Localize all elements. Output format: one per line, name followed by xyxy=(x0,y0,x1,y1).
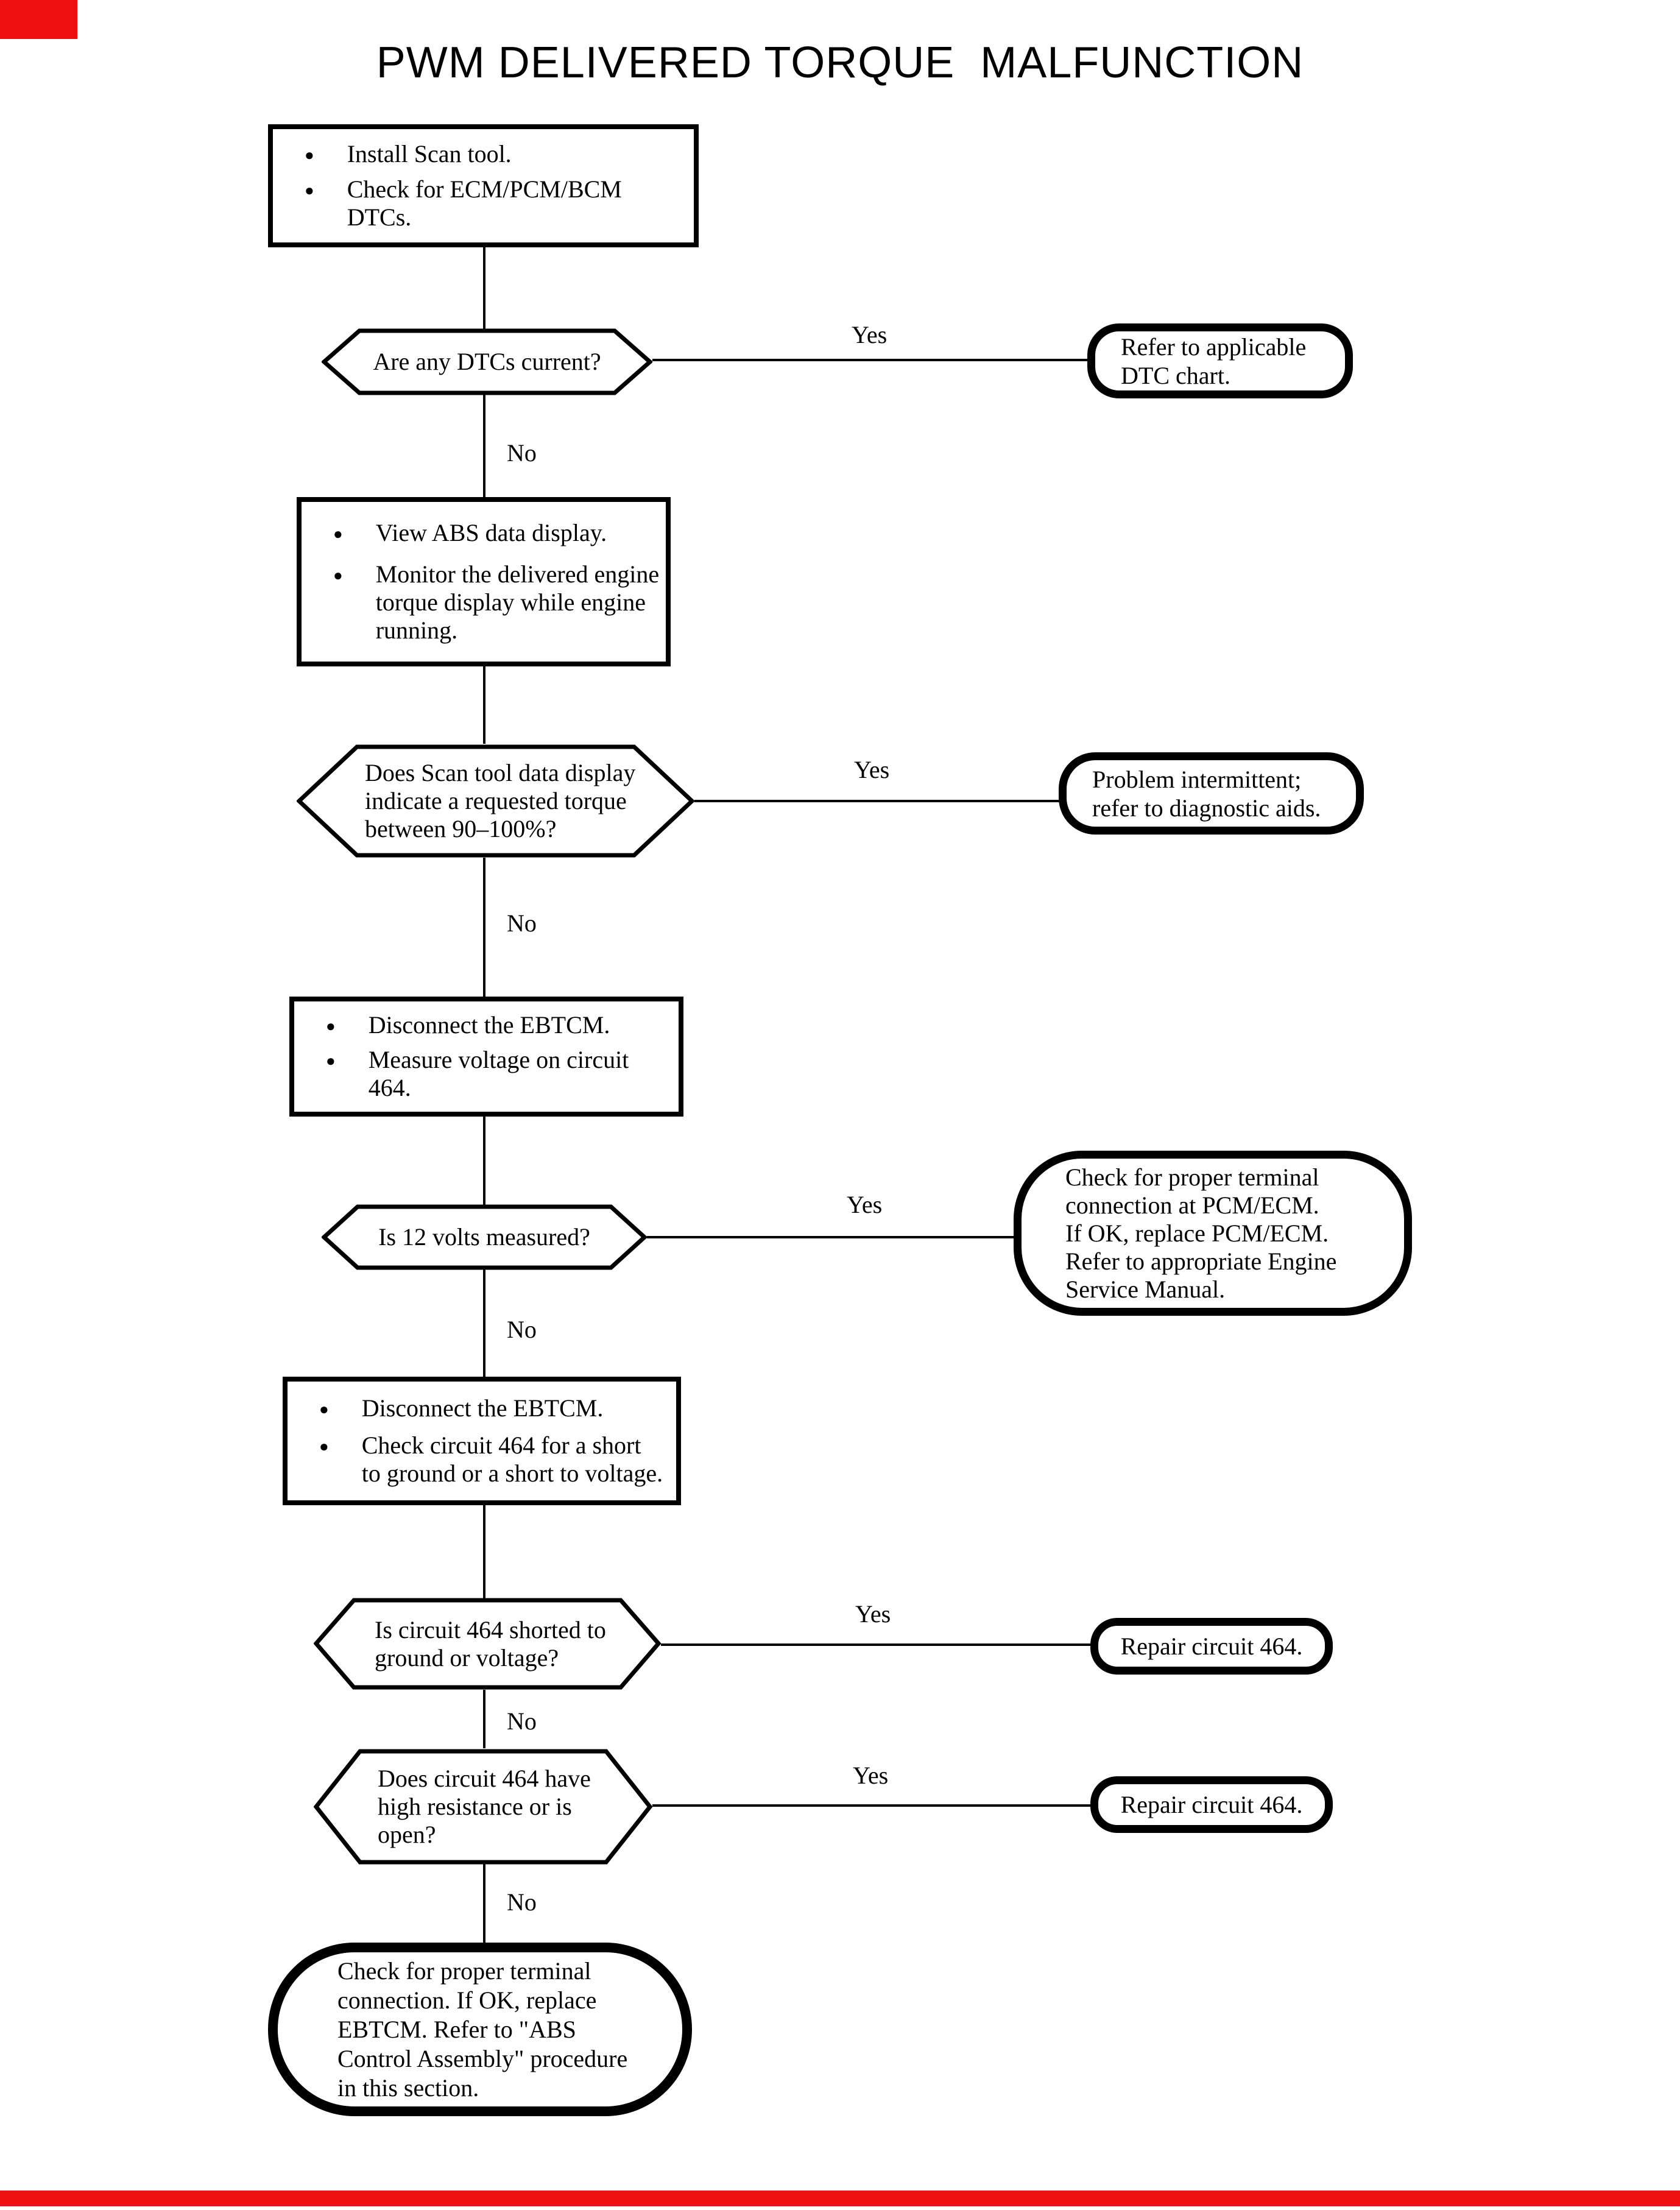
no-label: No xyxy=(507,439,537,467)
list-item: ● Disconnect the EBTCM. xyxy=(300,1011,672,1040)
connector-line xyxy=(483,395,485,497)
decision-dtcs-current: Are any DTCs current? xyxy=(322,328,652,396)
list-item: ● Measure voltage on circuit 464. xyxy=(300,1046,672,1102)
step-text: Check for ECM/PCM/BCM DTCs. xyxy=(347,175,622,231)
action-measure-voltage: ● Disconnect the EBTCM. ● Measure voltag… xyxy=(289,997,683,1117)
bullet-icon: ● xyxy=(319,1438,329,1455)
bullet-icon: ● xyxy=(326,1051,336,1070)
list-item: ● Check for ECM/PCM/BCM DTCs. xyxy=(279,175,688,231)
yes-branch-line xyxy=(652,1804,1092,1807)
list-item: ● View ABS data display. xyxy=(308,519,660,548)
no-label: No xyxy=(507,1888,537,1916)
connector-line xyxy=(483,666,485,744)
hexagon-shape xyxy=(322,1204,647,1270)
connector-line xyxy=(483,247,485,329)
page-title: PWM DELIVERED TORQUE MALFUNCTION xyxy=(376,38,1304,87)
bullet-icon: ● xyxy=(305,182,314,199)
yes-branch-line xyxy=(694,800,1060,802)
step-text: Install Scan tool. xyxy=(347,140,512,168)
step-text: Monitor the delivered engine torque disp… xyxy=(375,560,660,644)
decision-text: Does Scan tool data display indicate a r… xyxy=(365,759,636,842)
action-check-circuit-464: ● Disconnect the EBTCM. ● Check circuit … xyxy=(283,1377,681,1505)
bullet-icon: ● xyxy=(333,525,343,543)
decision-circuit-shorted: Is circuit 464 shorted to ground or volt… xyxy=(314,1597,661,1690)
hexagon-shape xyxy=(314,1749,652,1865)
no-label: No xyxy=(507,1316,537,1343)
decision-text: Is 12 volts measured? xyxy=(378,1223,590,1251)
decision-requested-torque: Does Scan tool data display indicate a r… xyxy=(297,744,694,858)
list-item: ● Check circuit 464 for a short to groun… xyxy=(294,1432,670,1488)
connector-line xyxy=(483,1864,485,1943)
start-box-install-scan-tool: ● Install Scan tool. ● Check for ECM/PCM… xyxy=(268,124,699,247)
bullet-icon: ● xyxy=(305,146,314,164)
decision-text: Is circuit 464 shorted to ground or volt… xyxy=(375,1615,606,1672)
yes-branch-line xyxy=(652,359,1089,361)
connector-line xyxy=(483,1690,485,1748)
result-problem-intermittent: Problem intermittent; refer to diagnosti… xyxy=(1059,752,1364,835)
step-text: Check circuit 464 for a short to ground … xyxy=(361,1432,663,1487)
bullet-icon: ● xyxy=(333,567,343,584)
decision-text: Does circuit 464 have high resistance or… xyxy=(378,1765,591,1848)
step-text: Disconnect the EBTCM. xyxy=(361,1394,604,1422)
connector-line xyxy=(483,1269,485,1377)
scan-artifact-top-left xyxy=(0,0,77,39)
hexagon-shape xyxy=(314,1598,661,1690)
yes-label: Yes xyxy=(855,1600,891,1628)
step-text: Disconnect the EBTCM. xyxy=(368,1011,610,1039)
yes-label: Yes xyxy=(854,756,890,783)
result-repair-circuit-464-a: Repair circuit 464. xyxy=(1090,1618,1333,1675)
no-label: No xyxy=(507,1707,537,1735)
list-item: ● Disconnect the EBTCM. xyxy=(294,1394,670,1424)
bullet-icon: ● xyxy=(326,1017,336,1036)
step-text: Measure voltage on circuit 464. xyxy=(368,1045,629,1101)
decision-12-volts: Is 12 volts measured? xyxy=(322,1204,647,1271)
no-label: No xyxy=(507,909,537,937)
yes-branch-line xyxy=(647,1236,1015,1238)
result-refer-dtc-chart: Refer to applicable DTC chart. xyxy=(1087,323,1353,398)
connector-line xyxy=(483,1505,485,1598)
hexagon-shape xyxy=(322,328,652,395)
bullet-icon: ● xyxy=(319,1400,329,1418)
list-item: ● Monitor the delivered engine torque di… xyxy=(308,560,660,644)
result-replace-pcm-ecm: Check for proper terminal connection at … xyxy=(1014,1151,1412,1316)
decision-circuit-resistance-open: Does circuit 464 have high resistance or… xyxy=(314,1748,652,1865)
step-text: View ABS data display. xyxy=(375,519,607,546)
terminal-replace-ebtcm: Check for proper terminal connection. If… xyxy=(268,1943,692,2116)
yes-label: Yes xyxy=(847,1191,883,1218)
decision-text: Are any DTCs current? xyxy=(373,348,601,375)
yes-label: Yes xyxy=(852,321,888,348)
result-repair-circuit-464-b: Repair circuit 464. xyxy=(1090,1776,1333,1833)
yes-label: Yes xyxy=(853,1762,889,1789)
scan-artifact-bottom-bar xyxy=(0,2191,1680,2206)
list-item: ● Install Scan tool. xyxy=(279,140,688,169)
connector-line xyxy=(483,1117,485,1205)
connector-line xyxy=(483,858,485,997)
hexagon-shape xyxy=(297,744,694,858)
yes-branch-line xyxy=(661,1643,1092,1646)
action-view-abs-data: ● View ABS data display. ● Monitor the d… xyxy=(297,497,671,666)
